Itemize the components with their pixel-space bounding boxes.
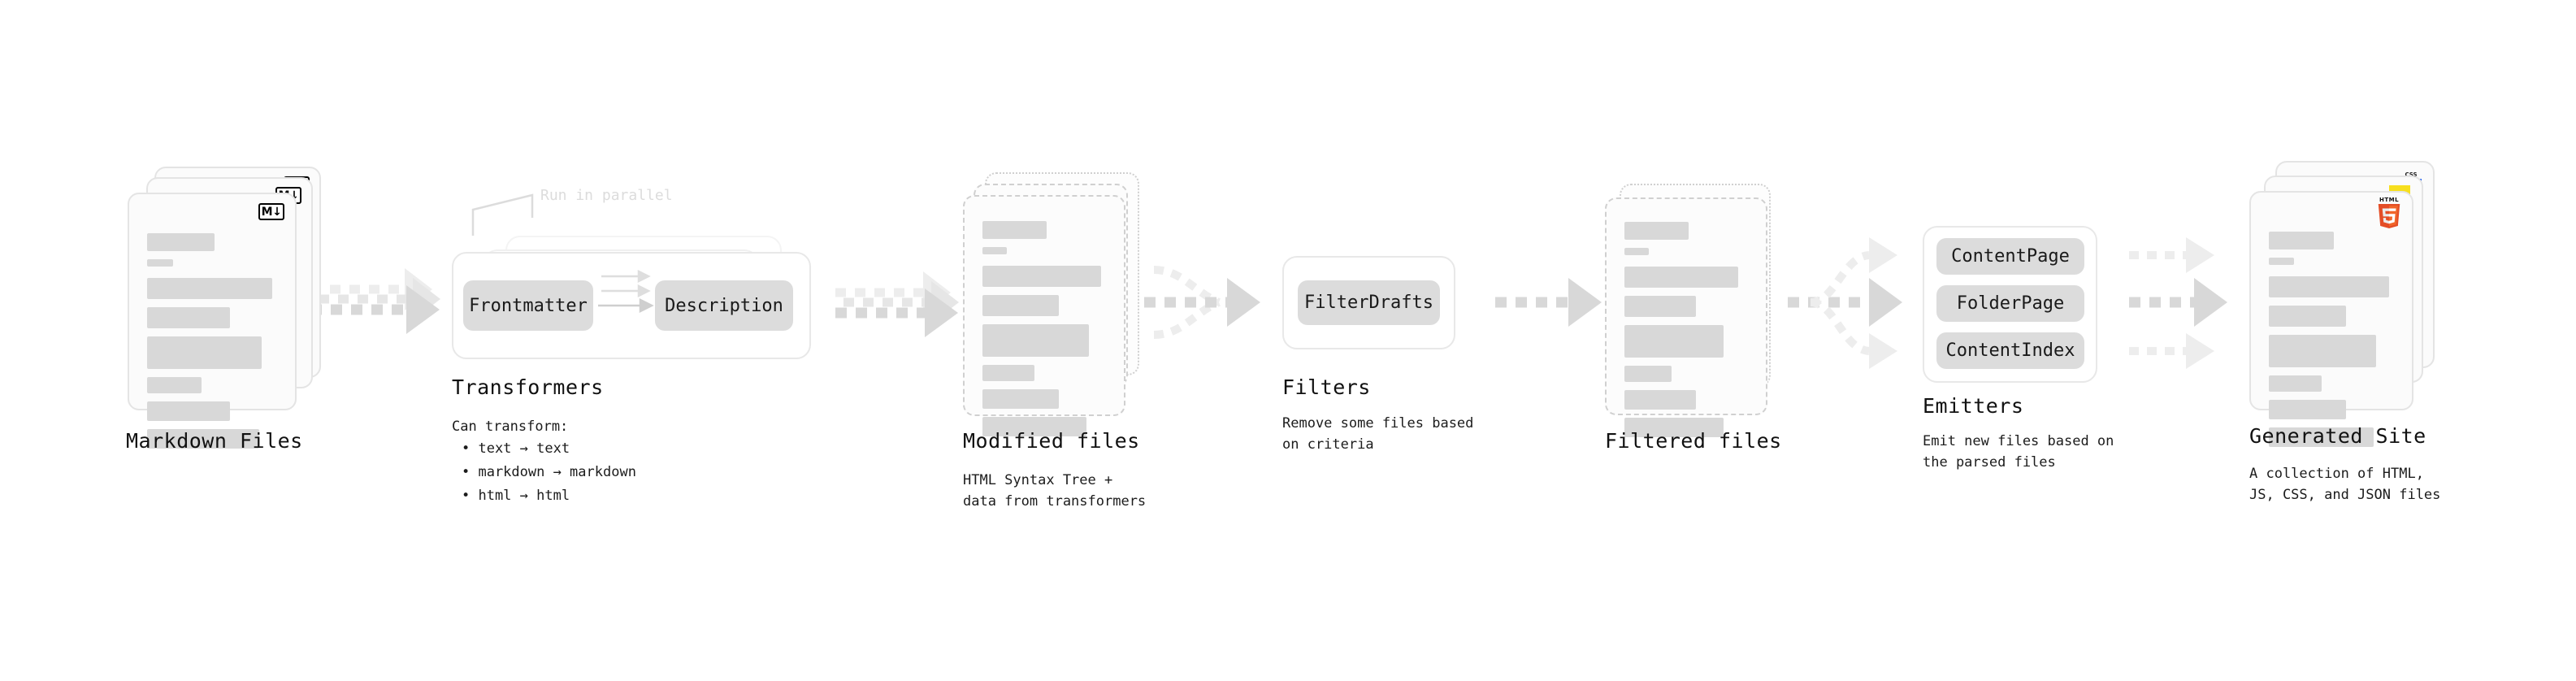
arrow-filters-to-filtered [1495,278,1602,327]
html5-badge: HTML [2376,197,2402,232]
filtered-files-title: Filtered files [1605,429,1782,453]
transformers-title: Transformers [452,375,604,399]
html5-badge-label: HTML [2379,197,2400,203]
chip-description[interactable]: Description [655,280,793,331]
bullet-html: • html → html [462,487,570,504]
emitters-title: Emitters [1923,394,2024,418]
doc-skeleton-lines [147,233,277,457]
arrow-markdown-to-transformers [310,268,440,334]
chip-filterdrafts[interactable]: FilterDrafts [1298,280,1440,325]
bullet-text: • text → text [462,440,570,457]
arrow-emitters-to-site [2129,237,2227,369]
transformers-bullets: • text → text • markdown → markdown • ht… [462,437,636,508]
run-in-parallel-leader [471,193,534,236]
generated-site-description: A collection of HTML, JS, CSS, and JSON … [2249,466,2441,504]
generated-card-html: HTML [2249,191,2413,447]
filtered-card-front [1605,197,1767,437]
markdown-files-title: Markdown Files [126,429,303,453]
chip-folderpage[interactable]: FolderPage [1936,285,2084,322]
doc-skeleton-lines [2269,232,2394,455]
chip-contentindex[interactable]: ContentIndex [1936,332,2084,369]
generated-site-title: Generated Site [2249,424,2426,448]
chip-contentpage[interactable]: ContentPage [1936,238,2084,275]
chip-frontmatter[interactable]: Frontmatter [463,280,593,331]
run-in-parallel-note: Run in parallel [540,187,673,204]
transformers-description: Can transform: [452,419,569,435]
markdown-card-front: M↓ [128,193,297,449]
filters-description: Remove some files based on criteria [1282,415,1474,453]
emitters-description: Emit new files based on the parsed files [1923,433,2114,471]
css-badge-label: CSS [2405,171,2418,178]
doc-skeleton-lines [982,221,1106,445]
modified-files-description: HTML Syntax Tree + data from transformer… [963,472,1147,510]
arrow-filtered-to-emitters [1788,237,1902,369]
doc-skeleton-lines [1624,222,1748,445]
modified-card-front [963,195,1125,436]
arrow-modified-to-filters [1144,266,1260,339]
arrow-transformers-to-modified [835,271,959,337]
modified-files-title: Modified files [963,429,1140,453]
filters-title: Filters [1282,375,1371,399]
bullet-markdown: • markdown → markdown [462,463,636,480]
markdown-badge-front: M↓ [258,203,284,220]
html5-shield-icon [2378,204,2400,229]
